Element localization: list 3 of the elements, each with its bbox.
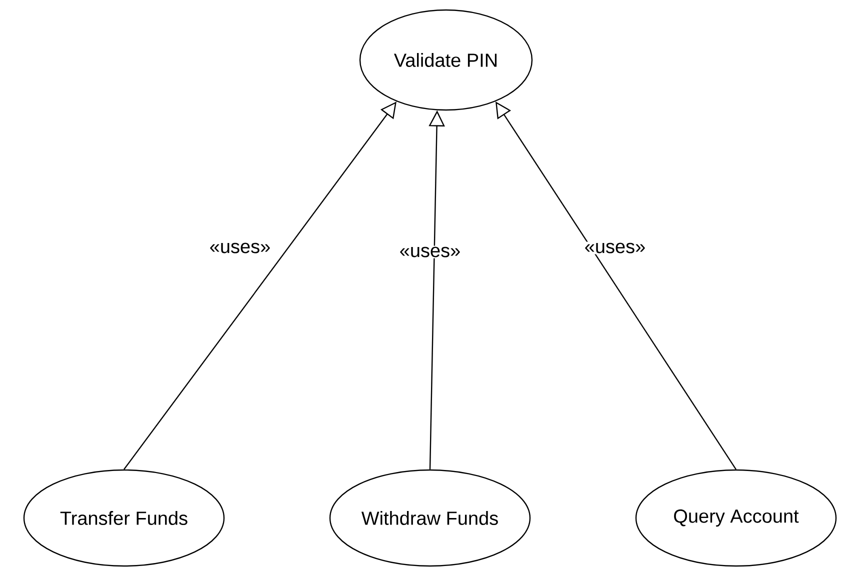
edge-label: «uses» [208, 242, 272, 254]
edge-label: «uses» [583, 242, 647, 254]
edge-label: «uses» [398, 246, 462, 258]
